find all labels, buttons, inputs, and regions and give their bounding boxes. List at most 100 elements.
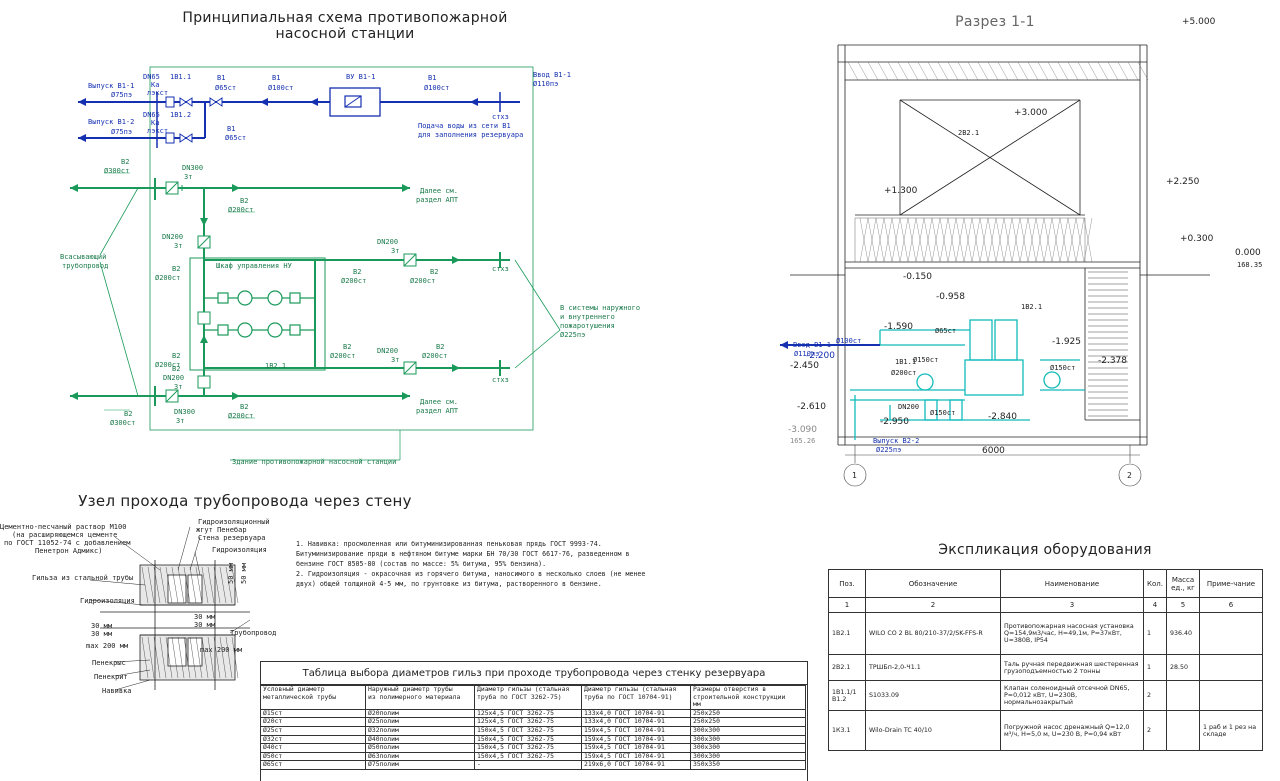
hatch-line <box>927 61 939 81</box>
hatch-line <box>1117 61 1129 81</box>
b1-valves <box>165 96 223 144</box>
sec-label-b111: 1В1.1 <box>895 358 917 366</box>
hatch-line <box>917 61 929 81</box>
node-d30d: 30 мм <box>91 630 113 638</box>
hatch-line <box>177 636 185 679</box>
hatch-line <box>1077 61 1089 81</box>
b2-pipes <box>70 187 510 397</box>
elev-3090-abs: 165.26 <box>790 437 816 445</box>
node-d50b: 50 мм <box>240 562 248 584</box>
node-mortar1: Цементно-песчаный раствор М100 <box>0 523 127 531</box>
elev-3000: +3.000 <box>1014 108 1048 118</box>
node-d30c: 30 мм <box>91 622 113 630</box>
hatch-line <box>201 566 209 604</box>
node-mortar3: по ГОСТ 11052-74 с добавлением <box>4 539 131 547</box>
hatch-line <box>947 217 957 263</box>
node-sleeve: Гильза из стальной трубы <box>32 574 134 582</box>
hatch-line <box>1011 217 1021 263</box>
hatch-line <box>195 566 203 604</box>
hatch-line <box>171 566 179 604</box>
hatch-line <box>159 636 167 679</box>
hatch-line <box>1075 217 1085 263</box>
hatch-line <box>1059 217 1069 263</box>
label-supply1: Подача воды из сети В1 <box>418 122 511 130</box>
table-header-cell: Обозначение <box>865 569 1001 598</box>
label-dn300-b: DN300 <box>174 408 196 416</box>
label-shkaf: Шкаф управления НУ <box>216 262 292 270</box>
table-row: 1К3.1 Wilo-Drain TC 40/10 Погружной насо… <box>828 710 1263 751</box>
label-b2-g: В2 <box>343 343 352 351</box>
hatch-line <box>189 566 197 604</box>
section-title: Разрез 1-1 <box>955 14 1035 30</box>
node-mortar2: (на расширяющемся цементе <box>12 531 118 539</box>
sec-label-vypusk: Выпуск В2-2 <box>873 437 920 445</box>
label-further-b1: Далее см. <box>420 398 458 406</box>
explication-title: Экспликация оборудования <box>938 542 1152 558</box>
node-leaders <box>89 526 251 691</box>
label-kanal-a2: лэкст <box>147 89 169 97</box>
elev-0000: 0.000 <box>1235 248 1261 258</box>
label-to-sys3: пожаротушения <box>560 322 615 330</box>
hatch-line <box>177 566 185 604</box>
node-d30b: 30 мм <box>194 621 216 629</box>
label-dn200-a: DN200 <box>162 233 184 241</box>
node-title: Узел прохода трубопровода через стену <box>78 492 412 510</box>
label-b1-b-d: Ø100ст <box>268 84 294 92</box>
label-dn200-c-m: 3т <box>391 356 400 364</box>
label-dn300-b-m: 3т <box>176 417 185 425</box>
hatch-line <box>1035 217 1045 263</box>
sec-label-b121: 1В2.1 <box>1021 303 1043 311</box>
hatch-line <box>891 217 901 263</box>
hatch-line <box>883 217 893 263</box>
label-b1-d-d: Ø65ст <box>225 134 247 142</box>
label-kanal-a: Ка <box>151 81 160 89</box>
label-b2-f: В2 <box>172 352 181 360</box>
label-stkhz3: стхз <box>492 376 509 384</box>
label-b1-c-d: Ø100ст <box>424 84 450 92</box>
hatch-line <box>857 61 869 81</box>
pump-group <box>204 290 315 338</box>
sleeve-table-wrap: Таблица выбора диаметров гильз при прохо… <box>260 661 808 781</box>
label-suction2: трубопровод <box>62 262 109 270</box>
explication-table: Поз. Обозначение Наименование Кол. Масса… <box>828 569 1263 751</box>
hatch-line <box>1097 61 1109 81</box>
label-kanal-b2: лэкст <box>147 127 169 135</box>
hatch-line <box>1067 217 1077 263</box>
label-dn200-d: DN200 <box>163 374 185 382</box>
elev-3090: -3.090 <box>788 425 818 435</box>
label-dn65-a: DN65 <box>143 73 160 81</box>
elev-5000: +5.000 <box>1182 17 1216 27</box>
label-stkhz1: стхз <box>492 113 509 121</box>
hatch-line <box>1007 61 1019 81</box>
section-drawing <box>790 44 1210 446</box>
hatch-line <box>955 217 965 263</box>
label-b2-k-d: Ø200ст <box>228 412 254 420</box>
hatch-line <box>219 636 227 679</box>
node-hydro-top1: Гидроизоляционный <box>198 518 270 526</box>
hatch-line <box>937 61 949 81</box>
hatch-line <box>859 217 869 263</box>
node-hydro1: Гидроизоляция <box>80 597 135 605</box>
sleeve-table-title: Таблица выбора диаметров гильз при прохо… <box>261 662 807 685</box>
elev-2450: -2.450 <box>790 361 820 371</box>
label-b2-b-d: Ø200ст <box>228 206 254 214</box>
node-wall: Стена резервуара <box>198 534 266 542</box>
sec-label-d150a: Ø150ст <box>913 356 939 364</box>
note-line: бензине ГОСТ 8505-80 (состав по массе: 5… <box>296 560 547 568</box>
hatch-line <box>1107 61 1119 81</box>
elev-2378: -2.378 <box>1098 356 1128 366</box>
label-further-b2: раздел АПТ <box>416 407 459 415</box>
label-b2-i: В2 <box>172 365 181 373</box>
hatch-line <box>207 566 215 604</box>
sec-axis-1: 1 <box>852 471 857 480</box>
node-pipe: Трубопровод <box>230 629 277 637</box>
label-dn200-b: DN200 <box>377 238 399 246</box>
elev-2200: -2.200 <box>806 351 836 361</box>
note-line: 2. Гидроизоляция - окрасочная из горячег… <box>296 570 646 578</box>
hatch-line <box>1051 217 1061 263</box>
